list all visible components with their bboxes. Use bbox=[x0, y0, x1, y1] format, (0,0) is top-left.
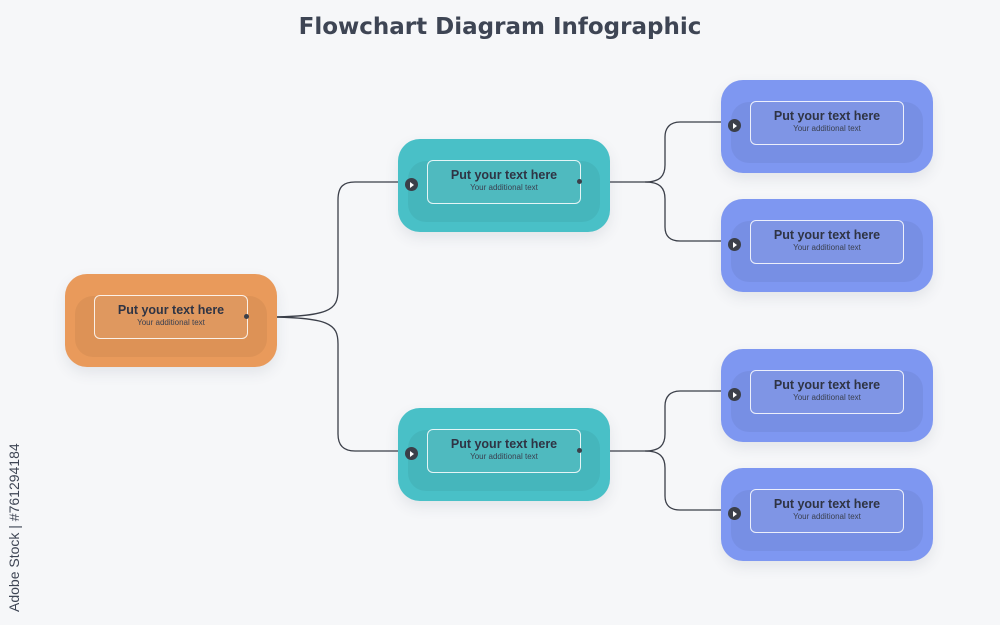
edge-mid-bottom-to-leaf-3 bbox=[597, 390, 732, 452]
page-title: Flowchart Diagram Infographic bbox=[298, 14, 702, 40]
node-mid-top-text: Put your text here bbox=[450, 168, 558, 182]
play-arrow-icon bbox=[728, 388, 741, 401]
node-leaf-3-subtext: Your additional text bbox=[793, 393, 861, 402]
edge-mid-bottom-to-leaf-4 bbox=[644, 450, 732, 511]
node-leaf-2-text: Put your text here bbox=[773, 228, 881, 242]
node-leaf-4-label-box: Put your text here Your additional text bbox=[750, 489, 904, 533]
play-arrow-icon bbox=[728, 119, 741, 132]
play-arrow-icon bbox=[405, 447, 418, 460]
node-mid-top-label-box: Put your text here Your additional text bbox=[427, 160, 581, 204]
edge-mid-top-to-leaf-1 bbox=[597, 121, 732, 183]
node-mid-top: Put your text here Your additional text bbox=[398, 139, 610, 232]
node-leaf-3: Put your text here Your additional text bbox=[721, 349, 933, 442]
node-leaf-4-text: Put your text here bbox=[773, 497, 881, 511]
edge-root-to-mid-bottom bbox=[261, 316, 410, 452]
node-root: Put your text here Your additional text bbox=[65, 274, 277, 367]
node-leaf-4-subtext: Your additional text bbox=[793, 512, 861, 521]
node-mid-bottom: Put your text here Your additional text bbox=[398, 408, 610, 501]
node-leaf-1-subtext: Your additional text bbox=[793, 124, 861, 133]
node-leaf-2-subtext: Your additional text bbox=[793, 243, 861, 252]
node-root-subtext: Your additional text bbox=[137, 318, 205, 327]
node-mid-bottom-text: Put your text here bbox=[450, 437, 558, 451]
output-dot-icon bbox=[577, 448, 582, 453]
node-mid-top-subtext: Your additional text bbox=[470, 183, 538, 192]
stock-watermark: Adobe Stock | #761294184 bbox=[6, 443, 22, 612]
node-leaf-1: Put your text here Your additional text bbox=[721, 80, 933, 173]
node-root-label-box: Put your text here Your additional text bbox=[94, 295, 248, 339]
node-leaf-3-label-box: Put your text here Your additional text bbox=[750, 370, 904, 414]
node-leaf-1-label-box: Put your text here Your additional text bbox=[750, 101, 904, 145]
edge-root-to-mid-top bbox=[247, 181, 410, 318]
edge-mid-top-to-leaf-2 bbox=[644, 181, 732, 242]
output-dot-icon bbox=[577, 179, 582, 184]
node-leaf-2-label-box: Put your text here Your additional text bbox=[750, 220, 904, 264]
node-leaf-2: Put your text here Your additional text bbox=[721, 199, 933, 292]
node-mid-bottom-label-box: Put your text here Your additional text bbox=[427, 429, 581, 473]
play-arrow-icon bbox=[728, 238, 741, 251]
play-arrow-icon bbox=[405, 178, 418, 191]
node-leaf-1-text: Put your text here bbox=[773, 109, 881, 123]
play-arrow-icon bbox=[728, 507, 741, 520]
node-mid-bottom-subtext: Your additional text bbox=[470, 452, 538, 461]
node-root-text: Put your text here bbox=[117, 303, 225, 317]
node-leaf-3-text: Put your text here bbox=[773, 378, 881, 392]
node-leaf-4: Put your text here Your additional text bbox=[721, 468, 933, 561]
output-dot-icon bbox=[244, 314, 249, 319]
